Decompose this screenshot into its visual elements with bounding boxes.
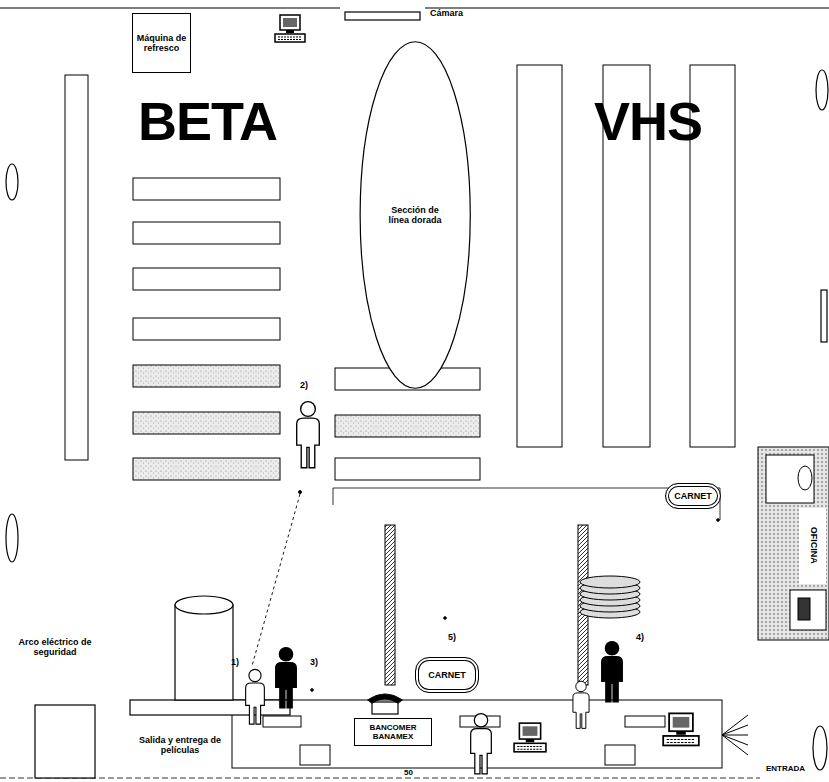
telephone: [368, 694, 402, 714]
callout-number: 5): [448, 633, 456, 643]
exit-label: Salida y entrega de películas: [122, 736, 238, 756]
node-text: Máquina de refresco: [136, 33, 187, 54]
path-line: [252, 491, 719, 692]
callout-number: 4): [636, 633, 644, 643]
node-text: CARNET: [428, 670, 466, 680]
counter: [232, 488, 748, 768]
gold-section: Sección de línea dorada: [359, 40, 471, 390]
entrance-label: ENTRADA: [766, 765, 805, 774]
arch-label: Arco eléctrico de seguridad: [14, 638, 96, 658]
page-number: 50: [404, 769, 413, 778]
security-arch: [35, 705, 95, 778]
bank-box: BANCOMER BANAMEX: [354, 718, 432, 746]
node-text: Sección de línea dorada: [383, 205, 447, 226]
node-text: BANCOMER BANAMEX: [358, 723, 428, 741]
vending-machine: Máquina de refresco: [132, 13, 191, 73]
office-area: OFICINA: [758, 447, 829, 640]
node-text: OFICINA: [808, 525, 818, 566]
callout-number: 1): [231, 658, 239, 668]
callout-number: 3): [310, 658, 318, 668]
computer-icon: [663, 713, 699, 745]
film-stack: [580, 576, 640, 618]
carnet-sign: CARNET: [415, 657, 479, 693]
walls: [0, 8, 829, 778]
computer-icon: [514, 723, 546, 752]
callout-number: 2): [300, 381, 308, 391]
people: [246, 402, 623, 774]
round-display: [130, 596, 290, 715]
camera: [345, 12, 420, 20]
node-text: CARNET: [674, 491, 712, 501]
section-title: BETA: [138, 92, 277, 151]
section-title: VHS: [594, 92, 702, 151]
camera-label: Cámara: [430, 9, 463, 19]
carnet-sign: CARNET: [665, 483, 721, 509]
office-area: [758, 447, 829, 640]
computer-icon: [275, 15, 305, 42]
